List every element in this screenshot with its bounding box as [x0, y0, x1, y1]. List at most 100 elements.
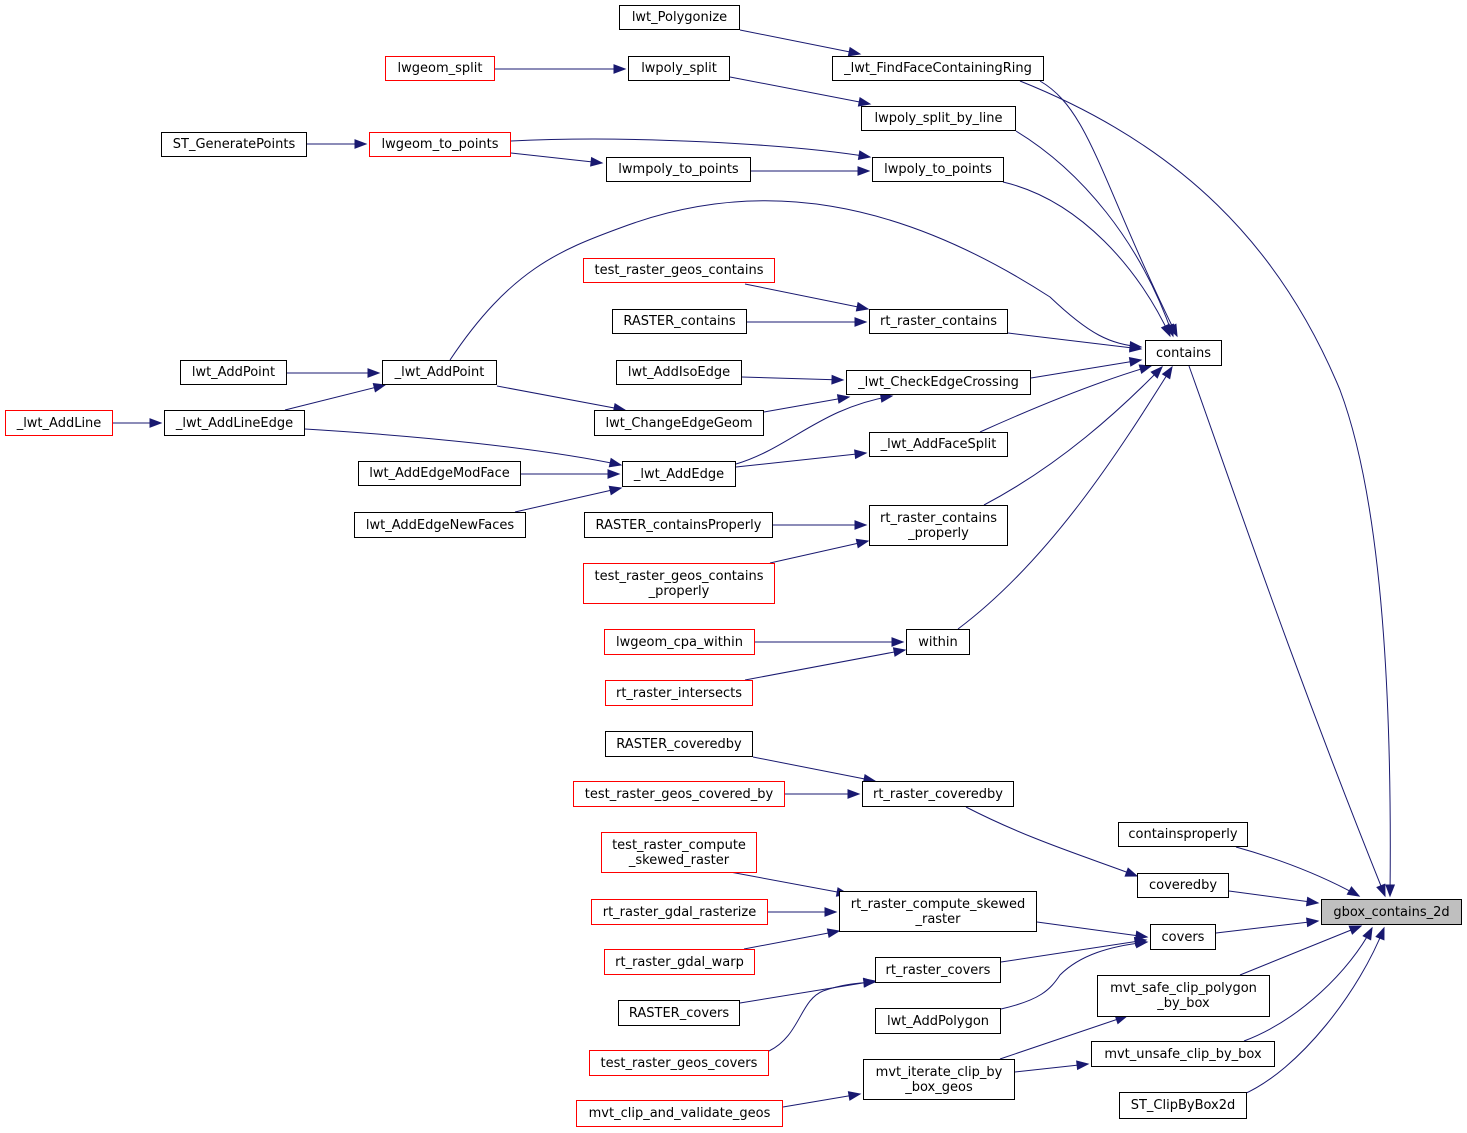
node-rt-raster-compute-skewed-raster[interactable]: rt_raster_compute_skewed _raster: [839, 891, 1037, 932]
node-test-raster-geos-contains[interactable]: test_raster_geos_contains: [583, 258, 775, 283]
node-lwt-changeedgegeom[interactable]: lwt_ChangeEdgeGeom: [594, 410, 764, 436]
edge-st-clipbybox2d-to-gbox-contains-2d: [1241, 927, 1385, 1096]
arrowhead-lwt-checkedgecrossing-to-contains: [1128, 356, 1143, 367]
node-lwt-addedgenewfaces[interactable]: lwt_AddEdgeNewFaces: [354, 512, 526, 538]
edge-lwgeom-to-points-to-lwpoly-to-points: [510, 138, 871, 158]
node-containsproperly[interactable]: containsproperly: [1118, 822, 1248, 847]
arrowhead-rt-raster-gdal-warp-to-rt-raster-compute-skewed-raster: [826, 928, 841, 939]
edge-mvt-unsafe-clip-by-box-to-gbox-contains-2d: [1243, 927, 1373, 1042]
arrowhead-st-clipbybox2d-to-gbox-contains-2d: [1375, 926, 1385, 941]
node-lwt-addpolygon[interactable]: lwt_AddPolygon: [875, 1008, 1001, 1034]
edge-rt-raster-gdal-warp-to-rt-raster-compute-skewed-raster: [743, 930, 840, 950]
edge-lwt-polygonize-to-lwt-findfacecontainingring: [739, 29, 861, 55]
node-coveredby[interactable]: coveredby: [1137, 873, 1229, 898]
arrowhead-rt-raster-intersects-to-within: [892, 647, 907, 657]
edge-rt-raster-coveredby-to-coveredby: [965, 806, 1138, 877]
arrowhead-lwmpoly-to-points-to-lwpoly-to-points: [857, 166, 871, 176]
node-mvt-clip-and-validate-geos[interactable]: mvt_clip_and_validate_geos: [576, 1100, 783, 1127]
arrowhead-raster-containsproperly-to-rt-raster-contains-properly: [854, 520, 868, 530]
node-raster-covers[interactable]: RASTER_covers: [618, 1000, 740, 1026]
edge-rt-raster-covers-to-covers: [1000, 939, 1147, 963]
edge-lwt-addedgenewfaces-to-lwt-addedge: [514, 487, 622, 513]
node-lwpoly-split[interactable]: lwpoly_split: [628, 56, 730, 81]
arrowhead-lwt-addpoint-internal-to-contains: [1129, 340, 1143, 351]
edge-covers-to-gbox-contains-2d: [1215, 920, 1319, 934]
node-raster-containsproperly[interactable]: RASTER_containsProperly: [584, 512, 773, 538]
arrowhead-mvt-safe-clip-polygon-by-box-to-gbox-contains-2d: [1348, 925, 1363, 935]
node-mvt-iterate-clip-by-box-geos[interactable]: mvt_iterate_clip_by _box_geos: [863, 1059, 1015, 1100]
edge-lwt-findfacecontainingring-to-gbox-contains-2d: [1019, 80, 1391, 897]
arrowhead-lwgeom-to-points-to-lwpoly-to-points: [857, 150, 872, 161]
node-lwt-addfacesplit[interactable]: _lwt_AddFaceSplit: [869, 432, 1008, 457]
node-lwgeom-split[interactable]: lwgeom_split: [385, 56, 495, 81]
edge-lwt-addpoint-internal-to-lwt-changeedgegeom: [496, 385, 626, 411]
arrowhead-st-generatepoints-to-lwgeom-to-points: [354, 139, 368, 149]
arrowhead-test-raster-geos-contains-properly-to-rt-raster-contains-properly: [855, 538, 870, 549]
node-rt-raster-contains[interactable]: rt_raster_contains: [869, 309, 1008, 334]
edge-lwt-addedge-to-lwt-addfacesplit: [735, 452, 867, 468]
node-rt-raster-intersects[interactable]: rt_raster_intersects: [605, 680, 753, 706]
node-lwgeom-to-points[interactable]: lwgeom_to_points: [369, 132, 511, 157]
node-lwgeom-cpa-within[interactable]: lwgeom_cpa_within: [604, 629, 755, 655]
node-lwt-checkedgecrossing[interactable]: _lwt_CheckEdgeCrossing: [846, 370, 1031, 395]
node-lwt-addisoedge[interactable]: lwt_AddIsoEdge: [616, 360, 742, 385]
node-test-raster-geos-covered-by[interactable]: test_raster_geos_covered_by: [573, 781, 785, 807]
arrowhead-lwt-addpoint-to-lwt-addpoint-internal: [367, 368, 381, 378]
node-test-raster-compute-skewed-raster[interactable]: test_raster_compute _skewed_raster: [601, 832, 757, 873]
node-covers[interactable]: covers: [1150, 924, 1216, 950]
node-rt-raster-covers[interactable]: rt_raster_covers: [875, 957, 1001, 983]
node-test-raster-geos-covers[interactable]: test_raster_geos_covers: [589, 1050, 769, 1076]
edge-coveredby-to-gbox-contains-2d: [1228, 890, 1319, 904]
arrowhead-lwgeom-split-to-lwpoly-split: [613, 64, 627, 74]
node-test-raster-geos-contains-properly[interactable]: test_raster_geos_contains _properly: [583, 563, 775, 604]
edge-lwpoly-split-to-lwpoly-split-by-line: [729, 76, 871, 105]
edge-mvt-iterate-clip-by-box-geos-to-mvt-unsafe-clip-by-box: [1014, 1063, 1089, 1073]
arrowhead-lwt-addedge-to-lwt-addfacesplit: [854, 449, 868, 460]
arrowhead-raster-contains-to-rt-raster-contains: [854, 317, 868, 327]
edge-lwt-addfacesplit-to-contains: [979, 365, 1152, 433]
node-lwpoly-to-points[interactable]: lwpoly_to_points: [872, 157, 1004, 182]
edge-rt-raster-contains-to-contains: [1007, 332, 1142, 350]
edge-rt-raster-intersects-to-within: [744, 649, 906, 681]
arrowhead-test-raster-geos-covers-to-rt-raster-covers: [863, 977, 877, 988]
edge-test-raster-geos-covers-to-rt-raster-covers: [768, 981, 876, 1052]
node-rt-raster-gdal-warp[interactable]: rt_raster_gdal_warp: [604, 949, 755, 975]
node-lwt-addlineedge[interactable]: _lwt_AddLineEdge: [164, 410, 305, 436]
node-rt-raster-contains-properly[interactable]: rt_raster_contains _properly: [869, 505, 1008, 546]
node-raster-contains[interactable]: RASTER_contains: [612, 309, 747, 334]
node-st-clipbybox2d[interactable]: ST_ClipByBox2d: [1119, 1092, 1247, 1119]
edge-rt-raster-contains-properly-to-contains: [983, 366, 1163, 506]
edge-lwt-checkedgecrossing-to-contains: [1030, 359, 1142, 379]
node-within[interactable]: within: [906, 629, 970, 655]
node-rt-raster-coveredby[interactable]: rt_raster_coveredby: [862, 781, 1014, 807]
node-lwpoly-split-by-line[interactable]: lwpoly_split_by_line: [861, 106, 1016, 131]
edge-contains-to-gbox-contains-2d: [1188, 365, 1386, 897]
node-st-generatepoints[interactable]: ST_GeneratePoints: [161, 132, 307, 157]
arrowhead-lwt-polygonize-to-lwt-findfacecontainingring: [847, 46, 862, 57]
node-contains[interactable]: contains: [1145, 340, 1222, 366]
node-lwt-polygonize[interactable]: lwt_Polygonize: [619, 5, 740, 30]
arrowhead-within-to-contains: [1161, 365, 1173, 380]
edge-raster-covers-to-rt-raster-covers: [739, 980, 876, 1004]
arrowhead-lwpoly-split-to-lwpoly-split-by-line: [857, 96, 872, 107]
node-raster-coveredby[interactable]: RASTER_coveredby: [605, 731, 753, 757]
node-lwt-addpoint-internal[interactable]: _lwt_AddPoint: [382, 360, 497, 385]
arrowhead-mvt-unsafe-clip-by-box-to-gbox-contains-2d: [1362, 926, 1373, 941]
edge-lwt-changeedgegeom-to-lwt-checkedgecrossing: [763, 396, 850, 413]
node-mvt-unsafe-clip-by-box[interactable]: mvt_unsafe_clip_by_box: [1091, 1041, 1275, 1067]
node-lwt-addpoint[interactable]: lwt_AddPoint: [180, 360, 287, 385]
arrowhead-containsproperly-to-gbox-contains-2d: [1346, 886, 1361, 897]
node-mvt-safe-clip-polygon-by-box[interactable]: mvt_safe_clip_polygon _by_box: [1097, 975, 1270, 1017]
node-lwmpoly-to-points[interactable]: lwmpoly_to_points: [606, 157, 751, 182]
node-lwt-findfacecontainingring[interactable]: _lwt_FindFaceContainingRing: [832, 56, 1044, 81]
node-lwt-addline-internal[interactable]: _lwt_AddLine: [5, 410, 113, 436]
edge-test-raster-geos-contains-to-rt-raster-contains: [744, 283, 869, 310]
arrowhead-lwt-addpolygon-to-covers: [1134, 938, 1149, 949]
arrowhead-coveredby-to-gbox-contains-2d: [1305, 896, 1320, 907]
node-rt-raster-gdal-rasterize[interactable]: rt_raster_gdal_rasterize: [591, 899, 768, 925]
arrowhead-rt-raster-contains-properly-to-contains: [1150, 365, 1163, 379]
arrowhead-test-raster-geos-contains-to-rt-raster-contains: [855, 301, 870, 312]
node-lwt-addedgemodface[interactable]: lwt_AddEdgeModFace: [358, 461, 521, 486]
node-lwt-addedge[interactable]: _lwt_AddEdge: [622, 461, 736, 487]
